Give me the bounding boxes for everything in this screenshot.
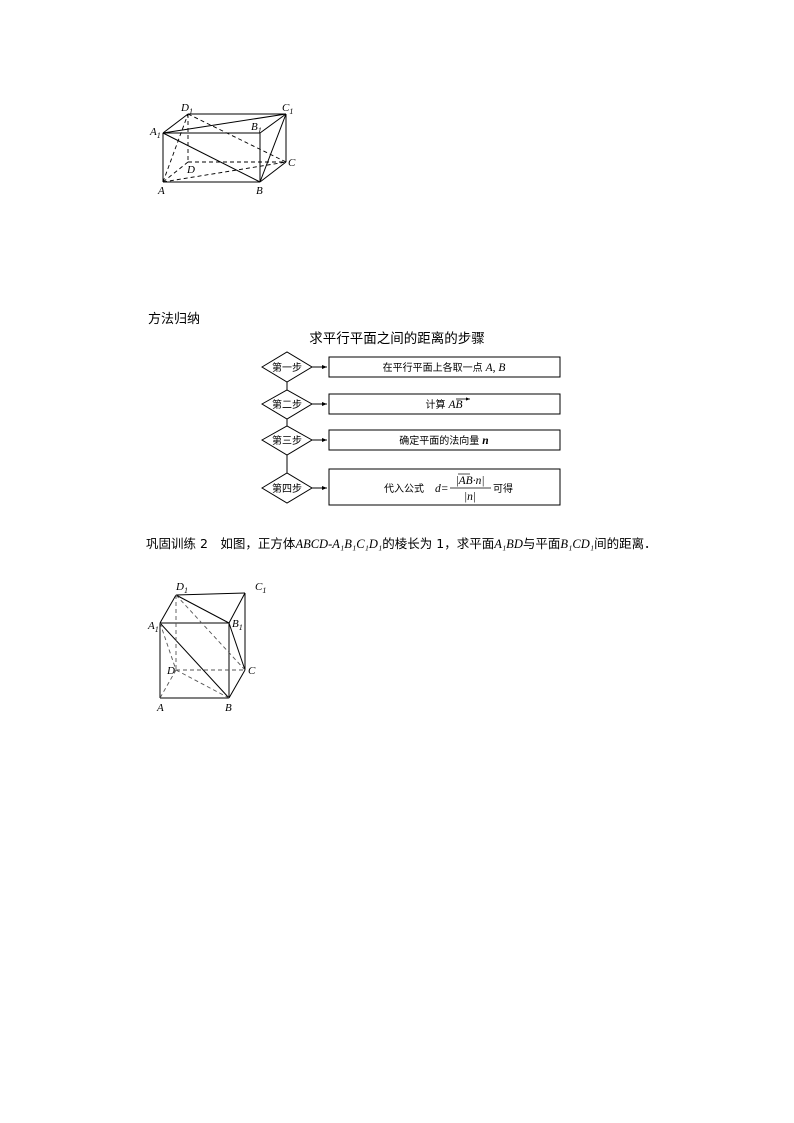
section-heading: 方法归纳 — [148, 312, 201, 327]
label-A1: A1 — [147, 620, 159, 634]
step-3-label: 第三步 — [272, 434, 302, 447]
formula-lhs: d= — [435, 483, 449, 495]
step-4-text: 代入公式 — [384, 482, 424, 495]
label-D1: D1 — [180, 102, 193, 116]
step-4-label: 第四步 — [272, 482, 302, 495]
step-2-box — [328, 393, 561, 415]
label-C: C — [288, 157, 296, 169]
step-3-box — [328, 429, 561, 451]
label-D1: D1 — [175, 581, 188, 595]
cuboid-figure-1: A1 D1 C1 B1 A B C D — [149, 102, 296, 197]
formula-numerator: |AB·n| — [456, 475, 485, 487]
label-D: D — [186, 164, 195, 176]
cube-figure-2: D1 C1 A1 B1 D C A B — [147, 581, 266, 714]
label-B1: B1 — [251, 121, 262, 135]
formula-denominator: |n| — [464, 491, 476, 503]
label-A1: A1 — [149, 126, 161, 140]
label-C: C — [248, 665, 256, 677]
label-A: A — [156, 702, 164, 714]
step-4-box — [328, 468, 561, 506]
step-1-label: 第一步 — [272, 361, 302, 374]
exercise-paragraph: 巩固训练 2 如图，正方体ABCD-A₁B₁C₁D₁的棱长为 1，求平面A₁BD… — [146, 536, 657, 551]
label-B: B — [225, 702, 232, 714]
label-D: D — [166, 665, 175, 677]
label-B1: B1 — [232, 618, 243, 632]
label-A: A — [157, 185, 165, 197]
label-B: B — [256, 185, 263, 197]
flowchart-title: 求平行平面之间的距离的步骤 — [309, 331, 485, 347]
label-C1: C1 — [255, 581, 266, 595]
step-1-box — [328, 356, 561, 378]
formula-suffix: 可得 — [493, 483, 513, 495]
label-C1: C1 — [282, 102, 293, 116]
step-2-label: 第二步 — [272, 398, 302, 411]
